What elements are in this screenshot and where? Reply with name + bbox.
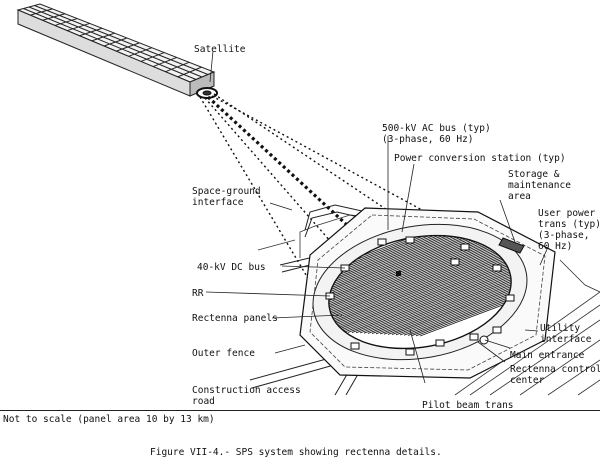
figure-caption: Figure VII-4.- SPS system showing recten… xyxy=(150,447,442,458)
power-conversion-station-box xyxy=(492,264,502,272)
power-conversion-station-box xyxy=(405,348,415,356)
label-dc-bus: 40-kV DC bus xyxy=(197,262,266,273)
power-conversion-station-box xyxy=(460,243,470,251)
label-power-conversion-station: Power conversion station (typ) xyxy=(394,153,566,164)
power-conversion-station-box xyxy=(505,294,515,302)
label-rectenna-control-center: Rectenna control center xyxy=(510,364,600,386)
power-conversion-station-box xyxy=(492,326,502,334)
rectenna-control-center xyxy=(469,333,489,345)
power-conversion-station-box xyxy=(435,339,445,347)
leader-lines xyxy=(205,50,549,384)
label-construction-access-road: Construction access road xyxy=(192,385,301,407)
pilot-beam-transmitter xyxy=(396,271,401,276)
pilot-beam-line xyxy=(206,95,400,274)
power-conversion-station-box xyxy=(450,258,460,266)
power-conversion-station-box xyxy=(405,236,415,244)
label-rectenna-panels: Rectenna panels xyxy=(192,313,278,324)
label-ac-bus: 500-kV AC bus (typ) (3-phase, 60 Hz) xyxy=(382,123,491,145)
label-space-ground-interface: Space-ground interface xyxy=(192,186,261,208)
separator-rule xyxy=(0,410,600,411)
terrain xyxy=(257,214,600,396)
service-road-ring xyxy=(309,214,546,371)
label-utility-interface: Utility interface xyxy=(540,323,592,345)
power-conversion-station-box xyxy=(350,342,360,350)
label-storage-maintenance: Storage & maintenance area xyxy=(508,169,571,202)
satellite-array xyxy=(16,3,216,97)
label-user-power-trans: User power trans (typ) (3-phase, 60 Hz) xyxy=(538,208,600,252)
label-satellite: Satellite xyxy=(194,44,246,55)
storage-building xyxy=(498,237,525,254)
label-main-entrance: Main entrance xyxy=(510,350,585,361)
label-rr: RR xyxy=(192,288,204,299)
power-conversion-station-box xyxy=(377,238,387,246)
label-outer-fence: Outer fence xyxy=(192,348,255,359)
satellite-antenna xyxy=(196,87,218,99)
label-pilot-beam-trans: Pilot beam trans xyxy=(422,400,514,411)
scale-note: Not to scale (panel area 10 by 13 km) xyxy=(3,414,215,425)
